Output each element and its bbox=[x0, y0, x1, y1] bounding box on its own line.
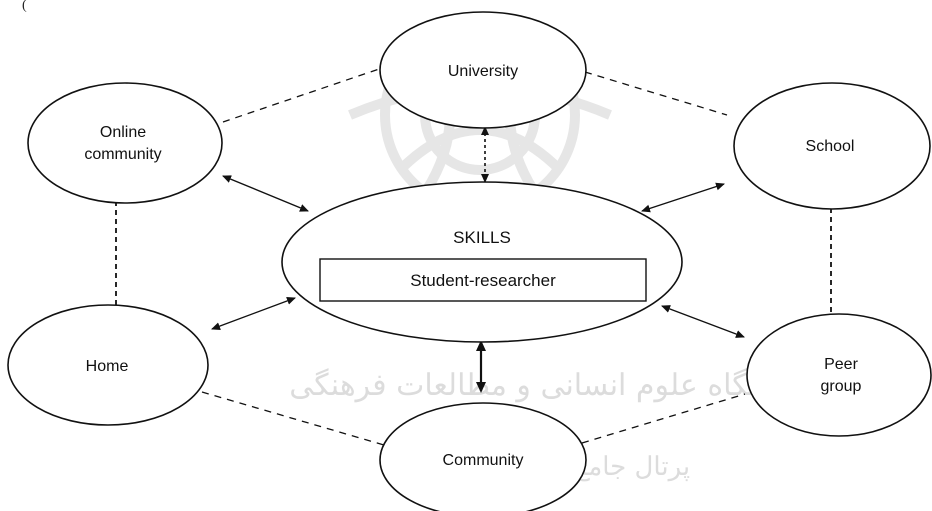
node-online-community: Online community bbox=[27, 82, 223, 204]
online-community-label-line2: community bbox=[84, 146, 161, 163]
home-label: Home bbox=[86, 358, 129, 375]
link-university-school bbox=[584, 71, 728, 116]
node-community: Community bbox=[379, 402, 587, 511]
link-online-university bbox=[222, 67, 383, 123]
skills-node: SKILLS Student-researcher bbox=[281, 181, 683, 343]
arrow-online-skills bbox=[222, 175, 309, 212]
student-researcher-label: Student-researcher bbox=[410, 271, 556, 290]
peer-group-label-line2: group bbox=[821, 378, 862, 395]
arrow-home-skills bbox=[211, 297, 296, 330]
online-community-label-line1: Online bbox=[100, 124, 146, 141]
peer-group-label-line1: Peer bbox=[824, 356, 858, 373]
community-label: Community bbox=[443, 452, 524, 469]
node-home: Home bbox=[7, 304, 209, 426]
watermark-text-line1: پژوهشگاه علوم انسانی و مطالعات فرهنگی bbox=[289, 368, 831, 403]
school-label: School bbox=[806, 138, 855, 155]
student-researcher-box bbox=[319, 258, 647, 302]
university-label: University bbox=[448, 63, 518, 80]
node-peer-group: Peer group bbox=[746, 313, 932, 437]
node-school: School bbox=[733, 82, 931, 210]
link-home-community bbox=[201, 391, 385, 446]
skills-title: SKILLS bbox=[453, 228, 511, 247]
link-community-peer bbox=[581, 393, 746, 444]
arrow-peer-skills bbox=[661, 305, 745, 338]
caption-fragment: ( bbox=[22, 0, 27, 13]
arrow-school-skills bbox=[641, 182, 725, 213]
node-university: University bbox=[379, 11, 587, 129]
